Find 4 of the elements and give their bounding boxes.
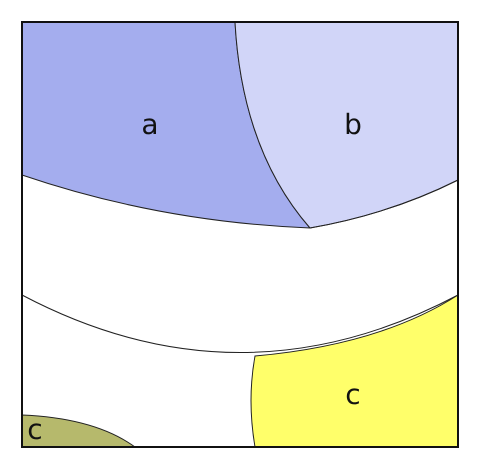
region-label: a xyxy=(141,110,159,140)
region-label: b xyxy=(344,110,362,140)
region-label: c xyxy=(27,415,43,445)
region-label: c xyxy=(345,380,361,410)
